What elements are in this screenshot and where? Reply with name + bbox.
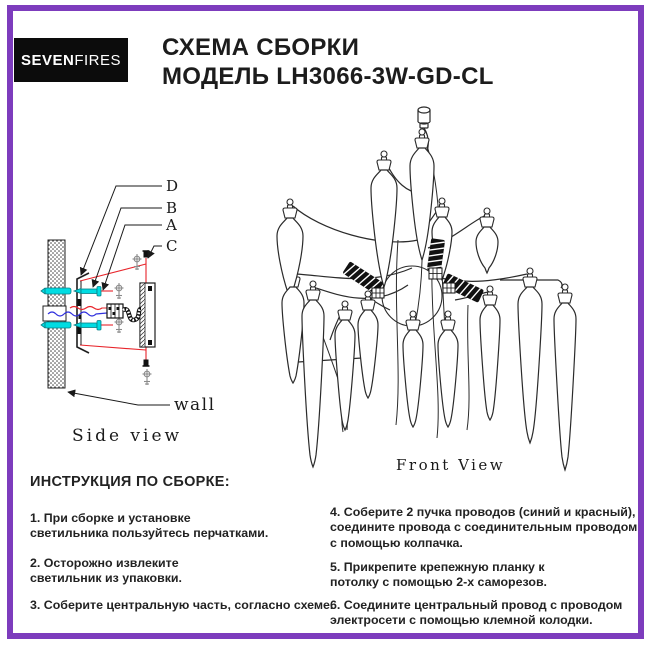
- assembly-diagram: D B A C wall Side view: [40, 106, 577, 474]
- wall-label: wall: [174, 395, 216, 415]
- side-view-diagram: D B A C wall Side view: [40, 177, 216, 446]
- side-view-caption: Side view: [72, 426, 182, 446]
- anchor-screws: [40, 286, 102, 331]
- front-view-diagram: Front View: [276, 106, 577, 474]
- wire-red: [69, 305, 107, 311]
- page-title: СХЕМА СБОРКИ МОДЕЛЬ LH3066-3W-GD-CL: [162, 33, 494, 91]
- front-view-caption: Front View: [396, 456, 505, 474]
- brand-logo-fires: FIRES: [74, 51, 122, 69]
- label-leaders: [67, 185, 170, 406]
- braided-cable: [121, 306, 143, 323]
- label-d: D: [166, 177, 178, 195]
- instruction-step-4: 4. Соберите 2 пучка проводов (синий и кр…: [330, 505, 638, 550]
- terminal-block: [106, 303, 143, 323]
- instruction-step-3: 3. Соберите центральную часть, согласно …: [30, 598, 334, 612]
- instruction-step-2: 2. Осторожно извлеките светильник из упа…: [30, 556, 182, 586]
- title-line1: СХЕМА СБОРКИ: [162, 34, 360, 61]
- label-a: A: [165, 216, 177, 234]
- title-line2: МОДЕЛЬ LH3066-3W-GD-CL: [162, 63, 494, 90]
- fixture-plate: [139, 282, 156, 348]
- brand-logo-seven: SEVEN: [20, 51, 75, 69]
- instruction-step-6: 6. Соедините центральный провод с провод…: [330, 598, 623, 628]
- label-c: C: [166, 237, 177, 255]
- wire-bundle-blocks: [343, 238, 484, 303]
- icicle-pendants: [276, 147, 577, 472]
- instructions-heading: ИНСТРУКЦИЯ ПО СБОРКЕ:: [30, 474, 230, 490]
- label-b: B: [166, 199, 177, 217]
- instruction-step-1: 1. При сборке и установке светильника по…: [30, 511, 269, 541]
- instruction-step-5: 5. Прикрепите крепежную планку к потолку…: [330, 560, 547, 590]
- wire-blue: [47, 311, 108, 317]
